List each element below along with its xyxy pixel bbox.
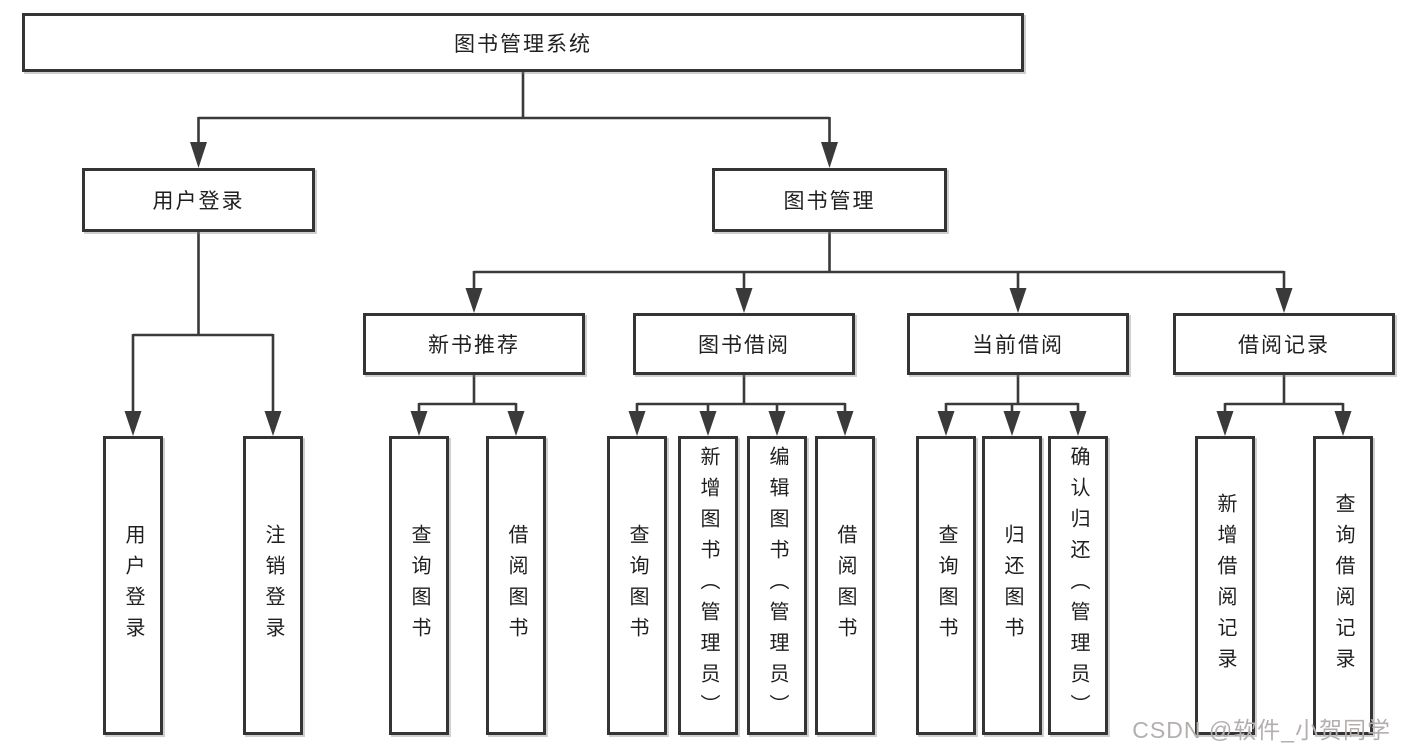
node-book-borrow: 图书借阅 <box>633 313 855 375</box>
leaf-borrow-books-recommend: 借阅图书 <box>486 436 546 735</box>
leaf-label: 用户登录 <box>122 523 144 648</box>
arrow-down-icon <box>836 411 854 436</box>
node-label: 用户登录 <box>152 190 245 213</box>
leaf-label: 归还图书 <box>1001 523 1023 648</box>
node-label: 新书推荐 <box>428 334 520 357</box>
leaf-return-books: 归还图书 <box>982 436 1042 735</box>
node-book-management: 图书管理 <box>712 168 947 232</box>
connector-recommend-to-leaves <box>417 374 518 413</box>
node-label: 当前借阅 <box>972 334 1064 357</box>
leaf-label: 编辑图书（管理员） <box>766 446 788 725</box>
arrow-down-icon <box>465 288 483 313</box>
node-root-label: 图书管理系统 <box>454 32 592 56</box>
leaf-label: 注销登录 <box>262 523 284 648</box>
arrow-down-icon <box>264 411 282 436</box>
node-new-book-recommend: 新书推荐 <box>363 313 585 375</box>
connector-bookmgmt-to-level3 <box>472 231 1286 290</box>
arrow-down-icon <box>410 411 428 436</box>
arrow-down-icon <box>937 411 955 436</box>
leaf-borrow-books: 借阅图书 <box>815 436 875 735</box>
leaf-query-books-borrow: 查询图书 <box>607 436 667 735</box>
leaf-label: 新增图书（管理员） <box>697 446 719 725</box>
arrow-down-icon <box>1009 288 1027 313</box>
leaf-add-borrow-record: 新增借阅记录 <box>1195 436 1255 735</box>
node-label: 图书借阅 <box>698 334 790 357</box>
leaf-edit-books-admin: 编辑图书（管理员） <box>747 436 807 735</box>
node-borrow-records: 借阅记录 <box>1173 313 1395 375</box>
leaf-label: 借阅图书 <box>505 523 527 648</box>
leaf-label: 借阅图书 <box>834 523 856 648</box>
arrow-down-icon <box>699 411 717 436</box>
connector-currentborrow-to-leaves <box>944 374 1080 413</box>
leaf-label: 查询借阅记录 <box>1332 492 1354 679</box>
arrow-down-icon <box>821 142 838 168</box>
leaf-label: 查询图书 <box>935 523 957 648</box>
arrow-down-icon <box>628 411 646 436</box>
arrow-down-icon <box>190 142 207 168</box>
leaf-label: 确认归还（管理员） <box>1067 446 1089 725</box>
arrow-down-icon <box>1275 288 1293 313</box>
arrowhead-group <box>124 142 1352 436</box>
node-root-system: 图书管理系统 <box>22 13 1024 72</box>
arrow-down-icon <box>735 288 753 313</box>
leaf-query-books-current: 查询图书 <box>916 436 976 735</box>
leaf-query-books-recommend: 查询图书 <box>389 436 449 735</box>
node-label: 借阅记录 <box>1238 334 1330 357</box>
leaf-label: 查询图书 <box>626 523 648 648</box>
leaf-query-borrow-record: 查询借阅记录 <box>1313 436 1373 735</box>
arrow-down-icon <box>507 411 525 436</box>
connector-root-to-level2 <box>197 71 831 144</box>
connector-userlogin-to-leaves <box>131 231 275 413</box>
leaf-logout: 注销登录 <box>243 436 303 735</box>
node-current-borrow: 当前借阅 <box>907 313 1129 375</box>
leaf-confirm-return-admin: 确认归还（管理员） <box>1048 436 1108 735</box>
arrow-down-icon <box>124 411 142 436</box>
arrow-down-icon <box>1003 411 1021 436</box>
arrow-down-icon <box>768 411 786 436</box>
leaf-add-books-admin: 新增图书（管理员） <box>678 436 738 735</box>
arrow-down-icon <box>1216 411 1234 436</box>
node-user-login: 用户登录 <box>82 168 315 232</box>
arrow-down-icon <box>1069 411 1087 436</box>
leaf-label: 新增借阅记录 <box>1214 492 1236 679</box>
leaf-label: 查询图书 <box>408 523 430 648</box>
connector-records-to-leaves <box>1223 374 1345 413</box>
connector-bookborrow-to-leaves <box>635 374 847 413</box>
connector-lines <box>131 71 1345 413</box>
arrow-down-icon <box>1334 411 1352 436</box>
leaf-user-login: 用户登录 <box>103 436 163 735</box>
node-label: 图书管理 <box>783 190 876 213</box>
